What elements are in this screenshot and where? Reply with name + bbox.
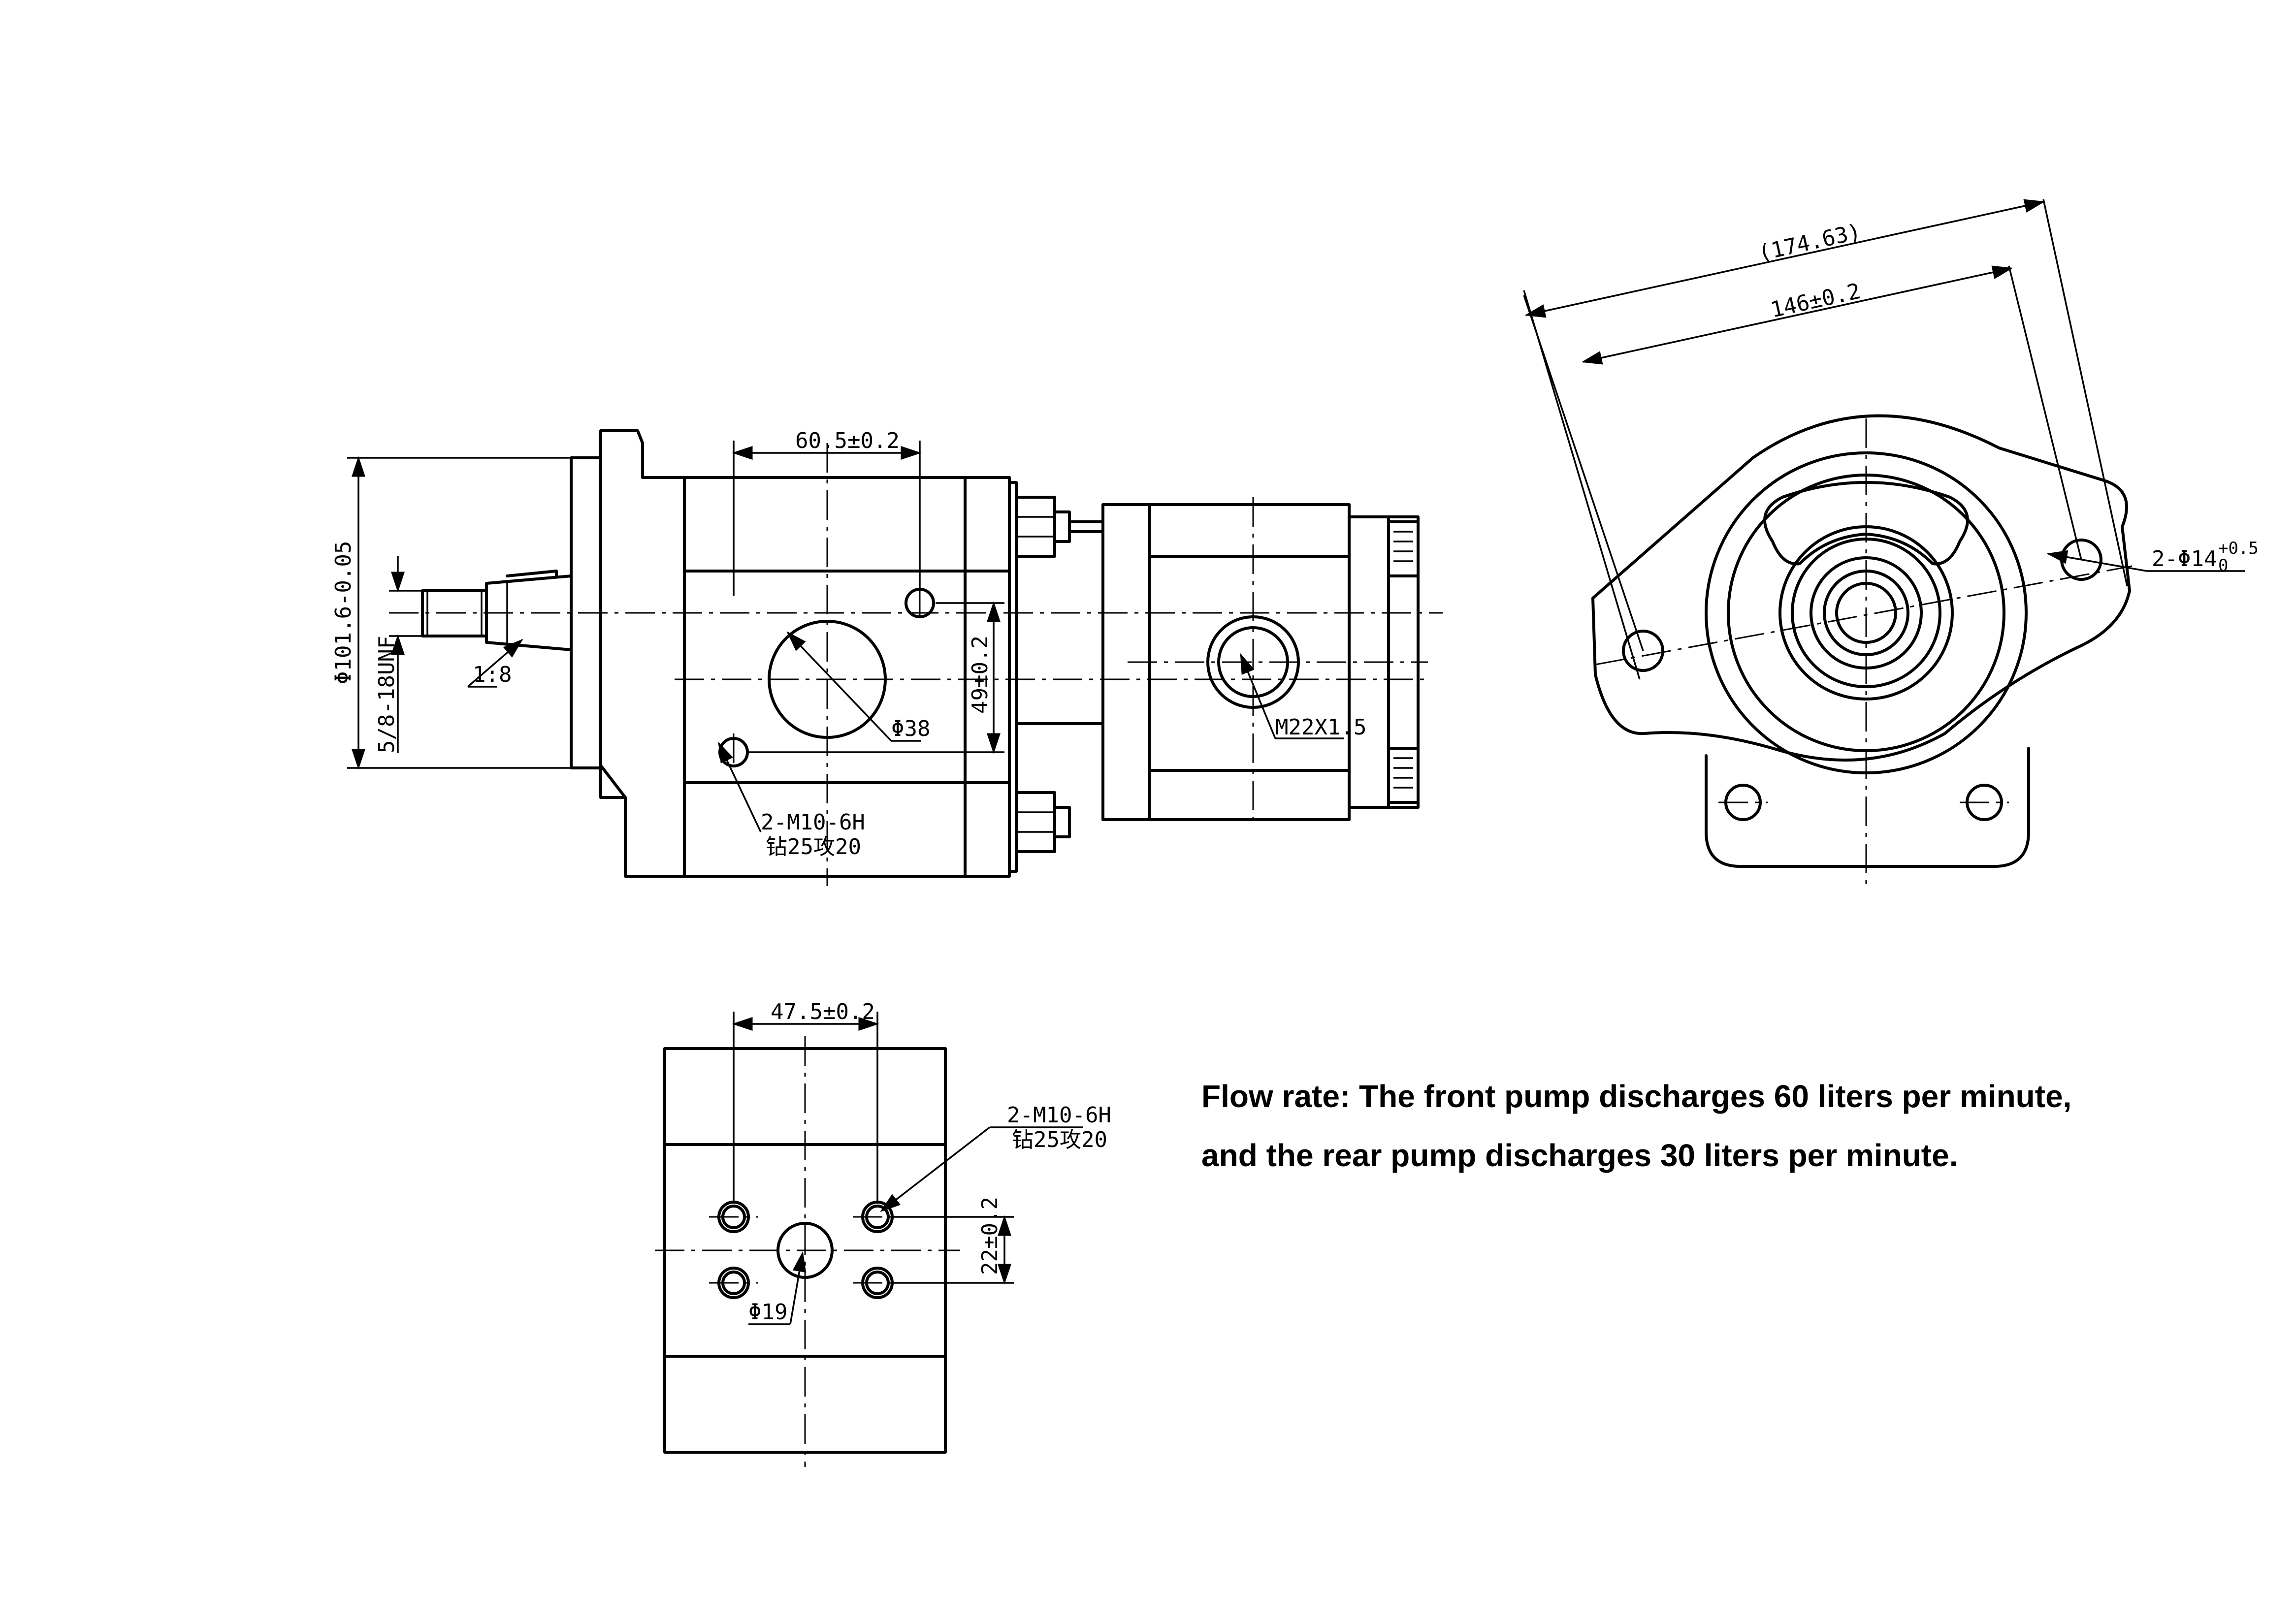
dim-mount-holes-tol: +0.5 (2218, 539, 2259, 558)
bottom-view-dimensions (732, 1012, 1083, 1325)
dim-front-port-height: 49±0.2 (968, 636, 993, 714)
shaft (421, 570, 573, 651)
dim-shaft-thread: 5/8-18UNF (374, 636, 399, 753)
dim-mount-holes: 2-Φ14 (2152, 546, 2217, 572)
dim-taper: 1:8 (473, 662, 512, 687)
bottom-port-view: 47.5±0.2 2-M10-6H 钻25攻20 22±0.2 Φ19 (655, 999, 1111, 1467)
dim-rear-port: M22X1.5 (1275, 715, 1366, 740)
rear-pump-body (1101, 497, 1428, 827)
dim-bottom-threads-2: 钻25攻20 (1012, 1127, 1107, 1152)
mounting-flange (570, 429, 686, 878)
dim-front-threads-2: 钻25攻20 (766, 834, 861, 860)
dim-front-threads-1: 2-M10-6H (761, 810, 865, 835)
front-view: (174.63) 146±0.2 2-Φ14 +0.5 0 (1523, 199, 2259, 886)
dim-mount-holes-tol2: 0 (2218, 556, 2228, 575)
front-view-dimensions (1523, 199, 2245, 680)
dim-front-port-dia: Φ38 (891, 716, 930, 741)
flow-rate-note-line-2: and the rear pump discharges 30 liters p… (1201, 1138, 1958, 1173)
side-view-dimensions (347, 441, 1344, 832)
front-pump-body (683, 443, 1018, 886)
tie-bolts (1015, 496, 1104, 853)
dim-mount-spacing: 146±0.2 (1768, 279, 1863, 323)
dim-bottom-threads-1: 2-M10-6H (1007, 1103, 1111, 1128)
dim-bottom-height: 22±0.2 (977, 1197, 1002, 1275)
dim-overall-width: (174.63) (1756, 219, 1863, 266)
dim-bottom-width: 47.5±0.2 (771, 999, 875, 1024)
dim-flange-dia: Φ101.6-0.05 (331, 541, 356, 684)
flow-rate-note-line-1: Flow rate: The front pump discharges 60 … (1201, 1079, 2072, 1114)
side-view: 60.5±0.2 Φ101.6-0.05 5/8-18UNF 1:8 49±0.… (331, 428, 1443, 886)
dim-front-width: 60.5±0.2 (795, 428, 900, 453)
dim-bottom-port-dia: Φ19 (748, 1300, 787, 1325)
